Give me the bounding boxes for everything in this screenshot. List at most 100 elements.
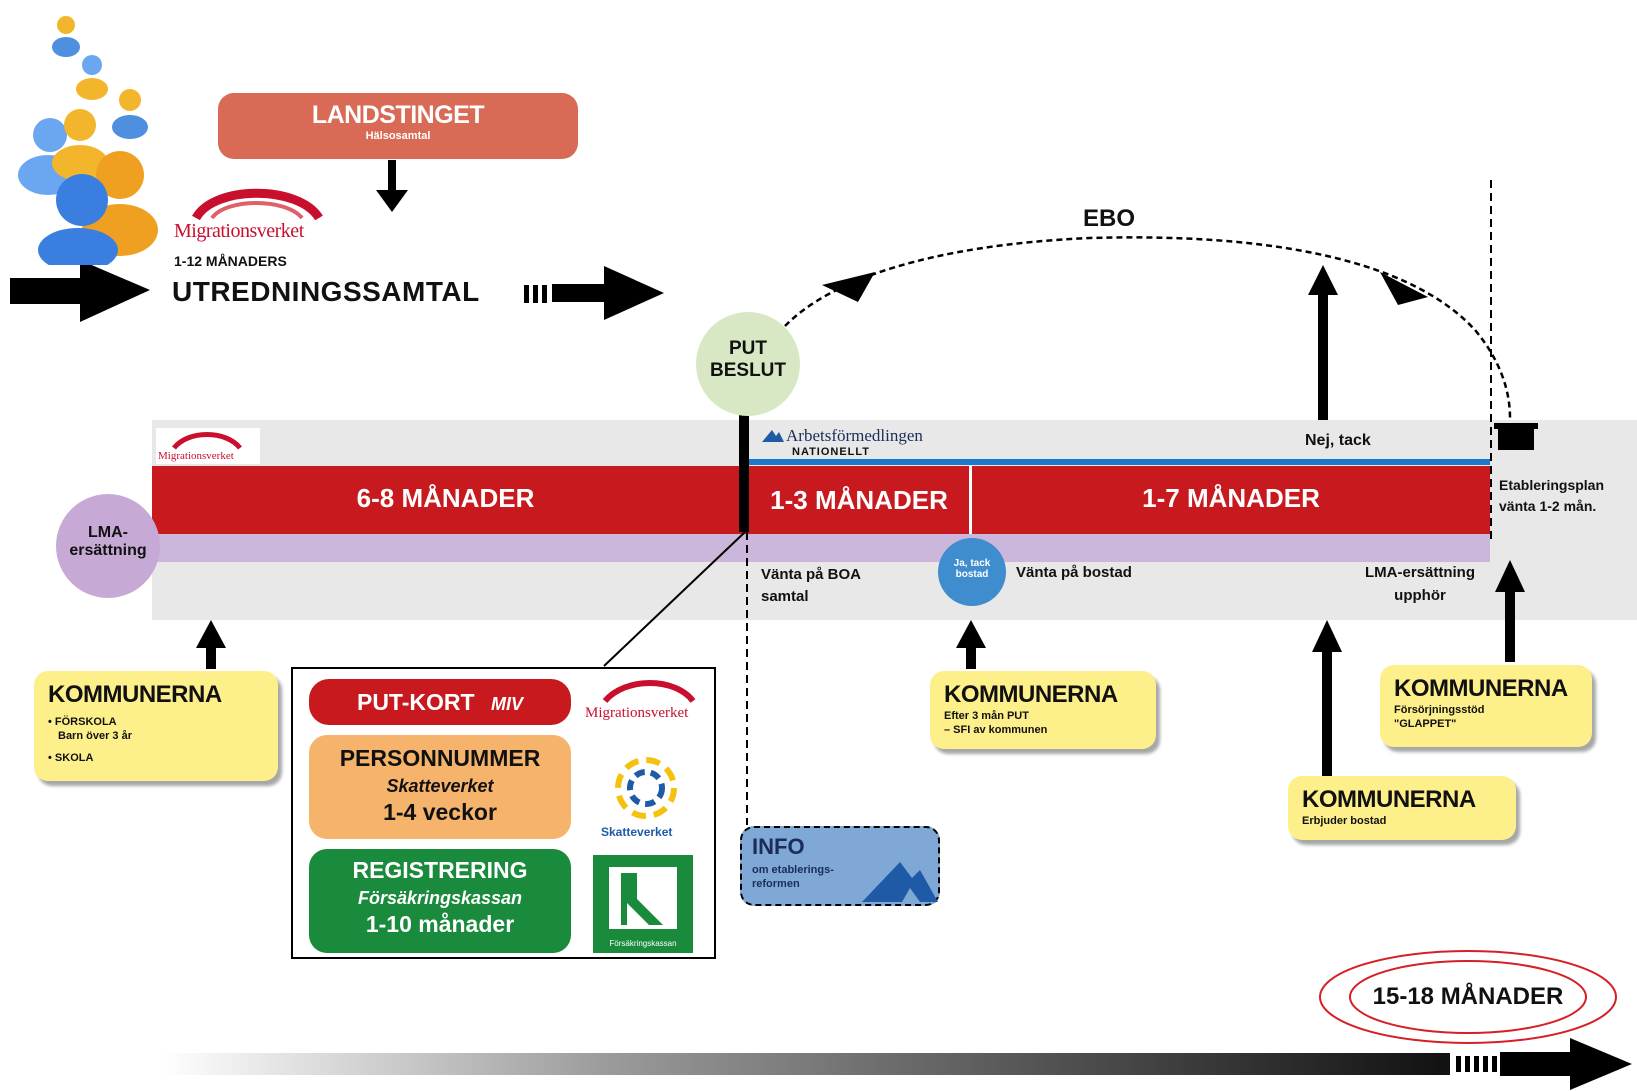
utred-stripe-1	[524, 285, 529, 303]
timeline-stripe-1	[1456, 1056, 1461, 1072]
lma-line1: LMA-	[88, 524, 128, 541]
arbetsformedlingen-line	[745, 459, 1490, 465]
miv-label: MIV	[491, 694, 524, 714]
band-migrationsverket-text: Migrationsverket	[158, 450, 234, 462]
kommun3-arrow-shaft	[1505, 590, 1515, 662]
kommun2-arrow-head	[956, 620, 986, 648]
registrering-label: REGISTRERING	[352, 857, 528, 883]
person-small-3	[112, 89, 148, 139]
end-block-top	[1494, 423, 1538, 429]
skatteverket-logo: Skatteverket	[591, 753, 701, 843]
info-title: INFO	[752, 834, 805, 859]
end-block	[1498, 428, 1534, 450]
put-connector-line	[603, 531, 746, 667]
utredning-arrow	[552, 266, 664, 320]
kommun2-line1: Efter 3 mån PUT	[944, 710, 1029, 722]
total-oval-inner	[1349, 960, 1587, 1034]
info-box[interactable]: INFO om etablerings- reformen	[740, 826, 940, 906]
kommun4-title: KOMMUNERNA	[1302, 786, 1476, 813]
kommunerna-box-sfi: KOMMUNERNA Efter 3 mån PUT – SFI av komm…	[930, 671, 1156, 749]
person-small-1	[52, 16, 80, 57]
registrering-box: REGISTRERING Försäkringskassan 1-10 måna…	[309, 849, 571, 953]
landstinget-title: LANDSTINGET	[311, 101, 485, 129]
red-band-seg3-label: 1-7 MÅNADER	[1142, 483, 1320, 513]
landstinget-subtitle: Hälsosamtal	[365, 130, 431, 142]
nej-tack-arrow-head	[1308, 265, 1338, 295]
ja-tack-line1: Ja, tack	[953, 558, 991, 569]
person-mid-2	[52, 109, 108, 181]
ebo-label: EBO	[1083, 205, 1136, 232]
entry-arrow	[10, 260, 150, 322]
utred-stripe-2	[533, 285, 538, 303]
kommun2-line2: – SFI av kommunen	[944, 724, 1048, 736]
arbetsformedlingen-logo: Arbetsförmedlingen NATIONELLT	[762, 426, 992, 460]
kommun1-item1b: Barn över 3 år	[58, 730, 132, 742]
total-duration-label: 15-18 MÅNADER	[1372, 983, 1564, 1010]
landsting-arrow-shaft	[388, 160, 396, 192]
kommunerna-box-bostad: KOMMUNERNA Erbjuder bostad	[1288, 776, 1516, 840]
lma-circle: LMA- ersättning	[56, 494, 160, 598]
info-line2: reformen	[752, 878, 800, 890]
kommun2-title: KOMMUNERNA	[944, 681, 1118, 708]
timeline-stripe-4	[1483, 1056, 1488, 1072]
personnummer-time: 1-4 veckor	[383, 799, 497, 825]
personnummer-box: PERSONNUMMER Skatteverket 1-4 veckor	[309, 735, 571, 839]
kommunerna-box-glappet: KOMMUNERNA Försörjningsstöd "GLAPPET"	[1380, 665, 1592, 747]
process-migrationsverket-logo: Migrationsverket	[585, 677, 709, 727]
skatteverket-label: Skatteverket	[386, 776, 494, 796]
kommun1-title: KOMMUNERNA	[48, 681, 222, 708]
utredning-months: 1-12 MÅNADERS	[174, 253, 287, 269]
kommun4-arrow-shaft	[1322, 650, 1332, 778]
total-oval-outer	[1319, 950, 1617, 1044]
ebo-arrowhead-2	[1380, 272, 1428, 305]
ebo-arrowhead-1	[822, 272, 875, 302]
utred-stripe-3	[542, 285, 547, 303]
kommun4-arrow-head	[1312, 620, 1342, 652]
process-migr-logo-text: Migrationsverket	[585, 705, 689, 721]
vanta-boa-line1: Vänta på BOA	[761, 566, 862, 583]
red-band-seg2-label: 1-3 MÅNADER	[770, 485, 948, 515]
landstinget-box: LANDSTINGET Hälsosamtal	[218, 93, 578, 159]
landsting-arrow-head	[376, 190, 408, 212]
fk-logo-text: Försäkringskassan	[609, 939, 677, 948]
timeline-stripe-3	[1474, 1056, 1479, 1072]
kommun3-title: KOMMUNERNA	[1394, 675, 1568, 702]
nej-tack-label: Nej, tack	[1305, 432, 1371, 449]
migrationsverket-logo: Migrationsverket	[174, 180, 344, 250]
timeline-stripe-5	[1492, 1056, 1497, 1072]
kommun1-arrow-head	[196, 620, 226, 648]
put-beslut-circle: PUT BESLUT	[696, 312, 800, 416]
red-band-divider	[969, 466, 972, 534]
lma-line2: ersättning	[69, 542, 147, 559]
kommun1-item2: • SKOLA	[48, 752, 94, 764]
person-front-2	[38, 174, 118, 272]
people-icon	[10, 5, 160, 272]
put-beslut-line2: BESLUT	[710, 360, 786, 381]
kommun1-arrow-shaft	[206, 643, 216, 669]
ja-tack-line2: bostad	[955, 569, 989, 580]
kommun3-line1: Försörjningsstöd	[1394, 704, 1485, 716]
registrering-time: 1-10 månader	[365, 911, 515, 937]
info-line1: om etablerings-	[752, 864, 834, 876]
person-small-2	[76, 55, 108, 100]
lma-upphor-line1: LMA-ersättning	[1365, 564, 1475, 581]
vanta-bostad-label: Vänta på bostad	[1016, 564, 1132, 581]
arbetsformedlingen-info-icon	[862, 862, 938, 902]
migrationsverket-logo-text: Migrationsverket	[174, 220, 304, 242]
vanta-boa-line2: samtal	[761, 588, 809, 605]
put-vertical-bar	[739, 410, 749, 532]
timeline-bar	[160, 1053, 1450, 1075]
red-band	[152, 466, 1490, 534]
arbetsformedlingen-sub: NATIONELLT	[792, 446, 871, 458]
forsakringskassan-label: Försäkringskassan	[357, 888, 523, 908]
kommun1-item1a: • FÖRSKOLA	[48, 716, 117, 728]
band-migrationsverket-logo: Migrationsverket	[156, 428, 260, 464]
kommun4-line1: Erbjuder bostad	[1302, 815, 1387, 827]
purple-band	[152, 534, 1490, 562]
put-kort-bar: PUT-KORT MIV	[309, 679, 571, 725]
etablering-line2: vänta 1-2 mån.	[1499, 498, 1597, 514]
ebo-arc	[784, 236, 1512, 419]
nej-tack-arrow-shaft	[1318, 290, 1328, 420]
kommunerna-box-skola: KOMMUNERNA • FÖRSKOLA Barn över 3 år • S…	[34, 671, 278, 781]
